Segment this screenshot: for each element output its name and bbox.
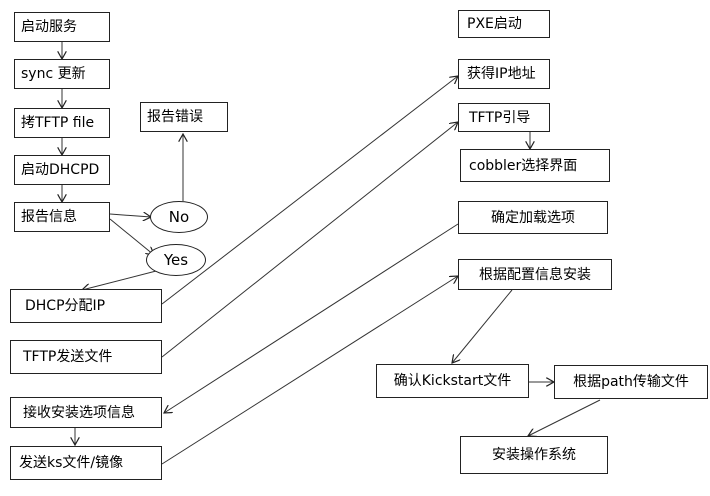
arrow-install-to-kickstart	[452, 289, 513, 363]
arrow-report-to-yes	[109, 218, 154, 255]
decision-yes: Yes	[146, 244, 206, 276]
node-label: 安装操作系统	[492, 447, 576, 463]
arrow-path-to-installos	[528, 399, 601, 436]
node-label: 确认Kickstart文件	[393, 373, 512, 389]
node-sync-update: sync 更新	[14, 59, 110, 89]
node-label: 启动DHCPD	[21, 162, 100, 178]
node-label: 启动服务	[21, 19, 77, 35]
arrow-yes-to-dhcp	[82, 269, 161, 290]
node-label: DHCP分配IP	[25, 298, 106, 314]
node-label: 拷TFTP file	[21, 115, 95, 131]
arrow-confirmload-to-receive	[164, 223, 459, 413]
node-tftp-boot: TFTP引导	[458, 103, 550, 132]
node-start-service: 启动服务	[14, 12, 110, 42]
node-get-ip: 获得IP地址	[458, 59, 550, 89]
node-install-by-config: 根据配置信息安装	[458, 259, 612, 290]
node-tftp-send-file: TFTP发送文件	[10, 340, 162, 374]
node-copy-tftp-file: 拷TFTP file	[14, 108, 110, 138]
node-report-info: 报告信息	[14, 202, 110, 232]
node-label: 接收安装选项信息	[23, 404, 135, 421]
arrow-dhcp-to-getip	[161, 76, 458, 305]
node-install-os: 安装操作系统	[460, 436, 608, 474]
node-label: No	[168, 207, 190, 226]
node-label: sync 更新	[21, 66, 86, 82]
node-label: 根据path传输文件	[573, 374, 689, 390]
node-receive-install-option: 接收安装选项信息	[10, 397, 162, 428]
node-label: TFTP发送文件	[23, 349, 113, 365]
node-label: 获得IP地址	[467, 66, 536, 82]
decision-no: No	[150, 201, 208, 233]
arrow-report-to-no	[109, 214, 151, 217]
node-label: 根据配置信息安装	[479, 266, 591, 283]
node-label: 发送ks文件/镜像	[19, 455, 124, 471]
node-transfer-by-path: 根据path传输文件	[554, 365, 708, 399]
node-label: 确定加载选项	[491, 209, 575, 226]
node-start-dhcpd: 启动DHCPD	[14, 155, 110, 185]
node-send-ks-image: 发送ks文件/镜像	[10, 446, 162, 480]
node-label: PXE启动	[467, 16, 522, 32]
arrow-tftpsend-to-tftpboot	[161, 122, 458, 358]
node-label: 报告错误	[147, 109, 203, 125]
node-label: TFTP引导	[469, 109, 531, 126]
node-pxe-boot: PXE启动	[458, 10, 550, 38]
node-label: cobbler选择界面	[469, 157, 578, 174]
node-label: Yes	[163, 250, 189, 269]
node-label: 报告信息	[21, 209, 77, 225]
node-report-error: 报告错误	[140, 102, 228, 132]
node-dhcp-assign-ip: DHCP分配IP	[10, 289, 162, 323]
node-cobbler-menu: cobbler选择界面	[460, 149, 610, 182]
arrow-send-to-install	[161, 276, 458, 465]
node-confirm-kickstart: 确认Kickstart文件	[376, 364, 529, 398]
node-confirm-load-option: 确定加载选项	[458, 201, 608, 234]
